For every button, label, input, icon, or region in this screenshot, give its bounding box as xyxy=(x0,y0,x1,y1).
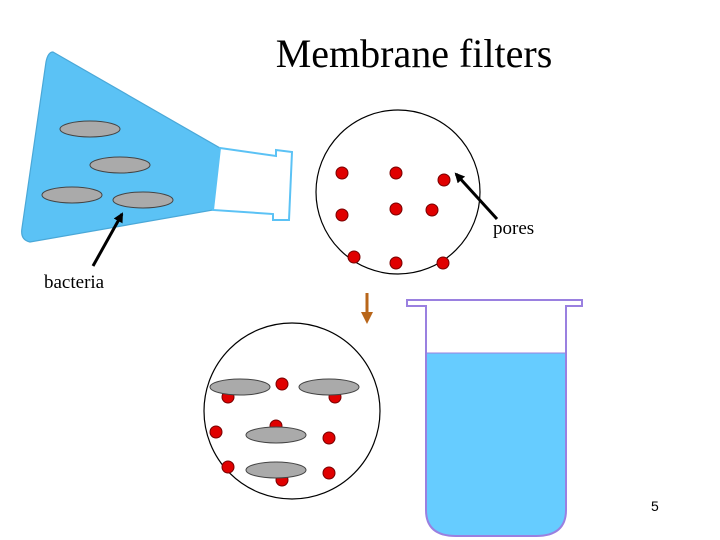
pore xyxy=(322,466,336,480)
flask-neck xyxy=(211,146,294,221)
bacteria-label: bacteria xyxy=(44,272,105,293)
bacterium xyxy=(245,461,307,479)
pore xyxy=(209,425,223,439)
pore xyxy=(322,431,336,445)
pore xyxy=(437,173,451,187)
pore xyxy=(335,166,349,180)
pore xyxy=(275,377,289,391)
pore xyxy=(425,203,439,217)
slide-title: Membrane filters xyxy=(276,31,553,76)
filter-circle xyxy=(203,322,381,500)
pores-pointer-arrow xyxy=(454,172,499,221)
pores-label: pores xyxy=(493,218,534,239)
filter-circle xyxy=(315,109,481,275)
filter-membrane-clean xyxy=(315,109,481,275)
page-number: 5 xyxy=(651,498,659,514)
pore xyxy=(347,250,361,264)
bacteria-pointer-arrow xyxy=(91,212,124,267)
pore xyxy=(389,166,403,180)
bacterium xyxy=(298,378,360,396)
bacterium xyxy=(112,191,174,209)
beaker xyxy=(406,299,583,537)
pore xyxy=(335,208,349,222)
bacterium xyxy=(209,378,271,396)
bacterium xyxy=(41,186,103,204)
bacterium xyxy=(245,426,307,444)
bacterium xyxy=(89,156,151,174)
pore xyxy=(389,202,403,216)
bacterium xyxy=(59,120,121,138)
pore xyxy=(221,460,235,474)
tilted-flask xyxy=(21,51,294,243)
filter-membrane-with-bacteria xyxy=(203,322,381,500)
beaker-liquid xyxy=(426,353,566,536)
pore xyxy=(436,256,450,270)
pore xyxy=(389,256,403,270)
beaker-outline xyxy=(406,299,583,537)
